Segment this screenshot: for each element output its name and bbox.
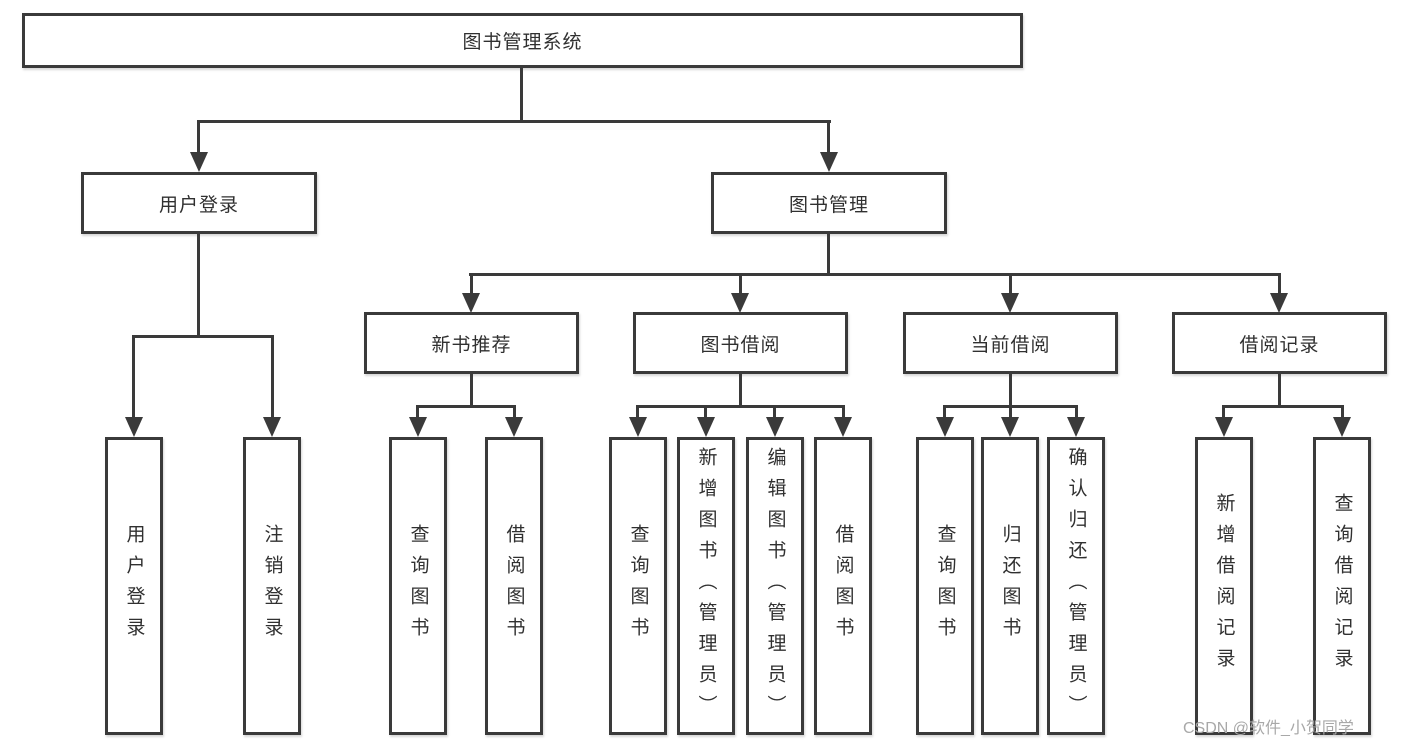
leaf-add-borrow-record: 新增借阅记录 <box>1195 437 1253 735</box>
node-current-borrow: 当前借阅 <box>903 312 1118 374</box>
connector-drop-borrow-records <box>1278 273 1281 295</box>
arrow-down-icon <box>697 417 715 437</box>
leaf-label: 查询图书 <box>934 524 956 648</box>
arrow-down-icon <box>1215 417 1233 437</box>
leaf-label: 用户登录 <box>123 524 145 648</box>
connector-drop <box>842 405 845 419</box>
connector-drop <box>943 405 946 419</box>
arrow-down-icon <box>834 417 852 437</box>
connector-drop <box>704 405 707 419</box>
connector-drop-leaf-user-login <box>132 335 135 419</box>
connector-book-borrow-bracket <box>636 405 845 408</box>
node-new-book-recommend: 新书推荐 <box>364 312 579 374</box>
leaf-label: 借阅图书 <box>503 524 525 648</box>
connector-drop-leaf-logout <box>271 335 274 419</box>
connector-user-login-bracket <box>132 335 274 338</box>
arrow-down-icon <box>409 417 427 437</box>
leaf-label: 归还图书 <box>999 524 1021 648</box>
leaf-label: 查询图书 <box>627 524 649 648</box>
connector-drop <box>1075 405 1078 419</box>
leaf-logout: 注销登录 <box>243 437 301 735</box>
node-book-management: 图书管理 <box>711 172 947 234</box>
leaf-label: 查询借阅记录 <box>1331 493 1353 679</box>
leaf-borrow-books-recommend: 借阅图书 <box>485 437 543 735</box>
connector-book-management-bracket <box>469 273 1281 276</box>
connector-drop <box>416 405 419 419</box>
leaf-edit-book-admin: 编辑图书（管理员） <box>746 437 804 735</box>
connector-drop-user-login <box>197 120 200 154</box>
connector-new-book-stub <box>470 374 473 405</box>
arrow-down-icon <box>1067 417 1085 437</box>
arrow-down-icon <box>505 417 523 437</box>
arrow-down-icon <box>936 417 954 437</box>
connector-drop <box>1222 405 1225 419</box>
leaf-confirm-return-admin: 确认归还（管理员） <box>1047 437 1105 735</box>
leaf-query-books-recommend: 查询图书 <box>389 437 447 735</box>
connector-root-stub <box>520 68 523 120</box>
connector-borrow-records-stub <box>1278 374 1281 405</box>
arrow-down-icon <box>629 417 647 437</box>
connector-book-management-stub <box>827 234 830 273</box>
node-label: 新书推荐 <box>431 334 512 356</box>
arrow-down-icon <box>125 417 143 437</box>
arrow-down-icon <box>263 417 281 437</box>
leaf-label: 新增借阅记录 <box>1213 493 1235 679</box>
arrow-down-icon <box>1001 293 1019 313</box>
connector-drop <box>513 405 516 419</box>
connector-drop <box>1009 405 1012 419</box>
arrow-down-icon <box>766 417 784 437</box>
connector-new-book-bracket <box>416 405 516 408</box>
node-label: 借阅记录 <box>1239 334 1320 356</box>
node-label: 图书借阅 <box>700 334 781 356</box>
connector-root-bracket <box>197 120 831 123</box>
node-user-login: 用户登录 <box>81 172 317 234</box>
arrow-down-icon <box>731 293 749 313</box>
arrow-down-icon <box>820 152 838 172</box>
leaf-query-books-borrow: 查询图书 <box>609 437 667 735</box>
leaf-borrow-books: 借阅图书 <box>814 437 872 735</box>
leaf-query-borrow-record: 查询借阅记录 <box>1313 437 1371 735</box>
arrow-down-icon <box>1270 293 1288 313</box>
leaf-add-book-admin: 新增图书（管理员） <box>677 437 735 735</box>
connector-drop <box>1341 405 1344 419</box>
connector-drop <box>773 405 776 419</box>
connector-drop-book-borrow <box>739 273 742 295</box>
leaf-label: 借阅图书 <box>832 524 854 648</box>
leaf-user-login: 用户登录 <box>105 437 163 735</box>
leaf-label: 新增图书（管理员） <box>695 446 717 726</box>
arrow-down-icon <box>1001 417 1019 437</box>
node-book-borrow: 图书借阅 <box>633 312 848 374</box>
connector-current-borrow-stub <box>1009 374 1012 405</box>
connector-book-borrow-stub <box>739 374 742 405</box>
node-label: 用户登录 <box>158 194 239 216</box>
connector-borrow-records-bracket <box>1222 405 1344 408</box>
arrow-down-icon <box>1333 417 1351 437</box>
connector-drop <box>636 405 639 419</box>
connector-drop-new-book <box>470 273 473 295</box>
leaf-label: 查询图书 <box>407 524 429 648</box>
leaf-return-book: 归还图书 <box>981 437 1039 735</box>
node-label: 图书管理系统 <box>462 32 583 53</box>
leaf-label: 注销登录 <box>261 524 283 648</box>
node-library-management-system: 图书管理系统 <box>22 13 1023 68</box>
leaf-query-books-current: 查询图书 <box>916 437 974 735</box>
node-label: 图书管理 <box>788 194 869 216</box>
connector-drop-book-management <box>827 120 830 154</box>
arrow-down-icon <box>462 293 480 313</box>
leaf-label: 确认归还（管理员） <box>1065 446 1087 726</box>
node-label: 当前借阅 <box>970 334 1051 356</box>
node-borrow-records: 借阅记录 <box>1172 312 1387 374</box>
connector-user-login-stub <box>197 234 200 335</box>
arrow-down-icon <box>190 152 208 172</box>
leaf-label: 编辑图书（管理员） <box>764 446 786 726</box>
connector-drop-current-borrow <box>1009 273 1012 295</box>
watermark: CSDN @软件_小贺同学 <box>1183 720 1354 737</box>
